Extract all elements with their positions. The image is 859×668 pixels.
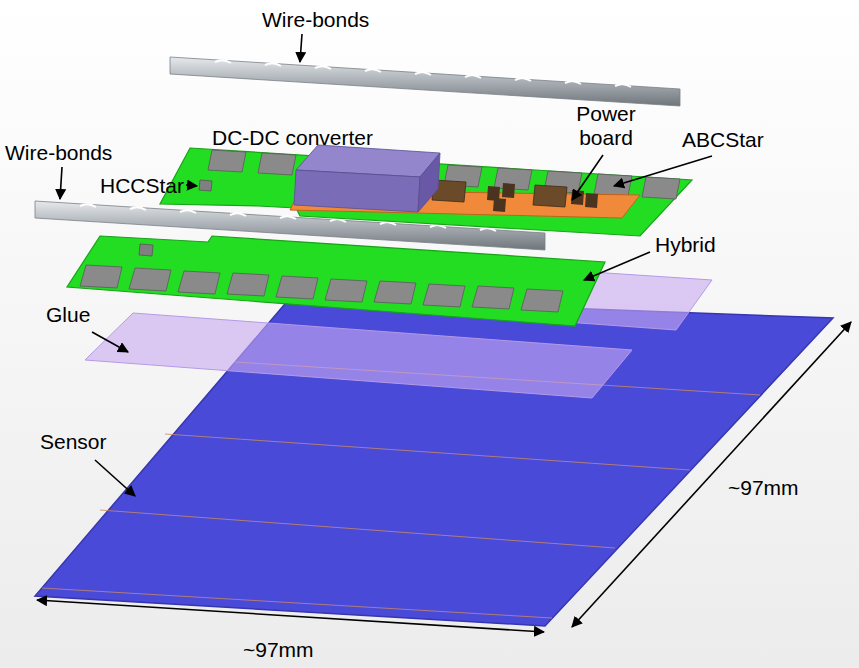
- inductor: [533, 185, 567, 207]
- chip: [594, 174, 632, 196]
- leader-arrow: [614, 156, 712, 186]
- wire-gap: [415, 72, 431, 75]
- leader-lines: [60, 34, 712, 496]
- wire-gap: [80, 204, 96, 207]
- power-components: [432, 180, 598, 212]
- wire-gap: [480, 228, 496, 231]
- chip: [325, 279, 367, 302]
- wire-gap: [380, 222, 396, 225]
- chip: [178, 271, 220, 294]
- wire-gap: [365, 69, 381, 72]
- leader-arrow: [572, 155, 603, 200]
- part-label: DC-DC converter: [212, 126, 373, 150]
- hybrid-board: [67, 236, 605, 326]
- hccstar-chip: [139, 244, 153, 256]
- sensor-strip-lines: [42, 362, 760, 618]
- strip-line: [100, 510, 615, 548]
- box-front: [294, 170, 420, 212]
- chip: [423, 284, 465, 307]
- chip: [472, 286, 514, 309]
- capacitor: [493, 198, 506, 212]
- dimension-arrow: [37, 600, 544, 632]
- chip: [227, 273, 269, 296]
- leader-arrow: [60, 167, 62, 199]
- dcdc-converter: [294, 145, 440, 212]
- chip: [521, 289, 563, 312]
- wire-gap: [315, 66, 331, 69]
- wire-gap: [330, 219, 346, 222]
- chip: [374, 281, 416, 304]
- part-label: HCCStar: [100, 174, 184, 198]
- dimension-label: ~97mm: [243, 638, 314, 662]
- part-label: Sensor: [40, 430, 107, 454]
- leader-arrow: [584, 252, 650, 280]
- wire-gap: [130, 207, 146, 210]
- wire-bonds: [170, 57, 680, 106]
- wire-gap: [565, 81, 581, 84]
- wire-gap: [430, 225, 446, 228]
- leader-arrow: [300, 34, 302, 62]
- chip: [642, 177, 680, 199]
- chip: [80, 265, 122, 288]
- part-label: ABCStar: [682, 128, 764, 152]
- wire-gap: [280, 216, 296, 219]
- leader-arrow: [186, 185, 197, 186]
- glue-layer: [85, 313, 632, 398]
- dimension-label: ~97mm: [728, 476, 799, 500]
- strip-line: [165, 434, 690, 470]
- wire-gap: [615, 84, 631, 87]
- dimension-arrow: [572, 322, 851, 627]
- wire-gap: [515, 78, 531, 81]
- wire-bond-gaps: [215, 60, 631, 87]
- dimension-lines: [37, 322, 851, 632]
- chip: [129, 268, 171, 291]
- hccstar-chip: [199, 180, 212, 191]
- capacitor: [502, 183, 515, 198]
- wire-gap: [180, 210, 196, 213]
- leader-arrow: [92, 332, 128, 352]
- wire-gap: [265, 63, 281, 66]
- capacitor: [585, 193, 598, 208]
- chip: [208, 150, 246, 172]
- part-label: Wire-bonds: [262, 8, 369, 32]
- chip: [258, 153, 296, 175]
- part-label: Power board: [566, 102, 646, 149]
- wire-gap: [465, 75, 481, 78]
- wire-gap: [230, 213, 246, 216]
- box-side: [418, 153, 440, 212]
- chip: [276, 276, 318, 299]
- part-label: Wire-bonds: [5, 141, 112, 165]
- wire-gap: [215, 60, 231, 63]
- strip-line: [42, 588, 552, 618]
- leader-arrow: [95, 460, 135, 496]
- abcstar-chips: [80, 265, 563, 312]
- part-label: Hybrid: [655, 233, 716, 257]
- part-label: Glue: [46, 303, 90, 327]
- sensor-plate: [35, 298, 833, 626]
